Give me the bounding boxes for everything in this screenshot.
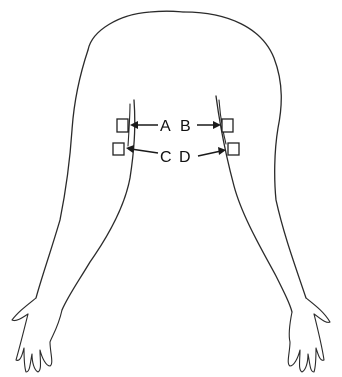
electrode-pad-a: [117, 119, 128, 132]
label-d: D: [179, 149, 191, 166]
arrowhead-c: [126, 145, 134, 153]
electrode-pad-d: [228, 143, 239, 155]
left-hand: [12, 298, 62, 372]
arrow-c: [131, 149, 158, 153]
electrode-pad-c: [113, 143, 124, 155]
label-c: C: [160, 149, 172, 166]
electrode-pad-b: [222, 119, 233, 132]
arrow-d: [198, 151, 221, 156]
label-a: A: [160, 118, 171, 135]
label-b: B: [180, 118, 191, 135]
labels: A B C D: [160, 118, 191, 166]
arrows: [126, 121, 226, 156]
right-hand: [288, 298, 330, 372]
